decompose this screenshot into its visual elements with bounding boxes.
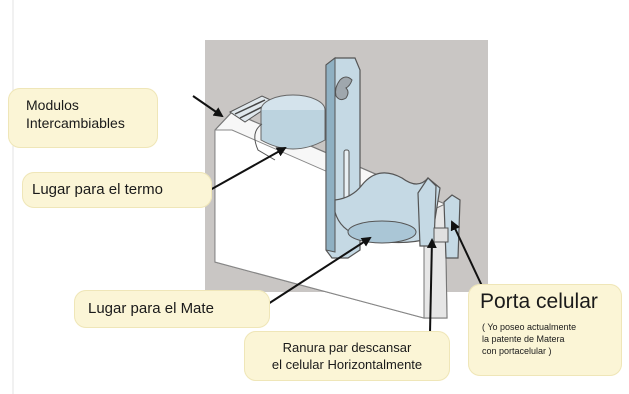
label-mate-text: Lugar para el Mate	[88, 300, 214, 317]
label-ranura: Ranura par descansar el celular Horizont…	[244, 331, 450, 381]
label-modulos-line2: Intercambiables	[26, 115, 125, 131]
label-modulos-line1: Modulos	[26, 97, 79, 113]
arrow-porta	[450, 220, 483, 287]
arrow-modulos	[192, 95, 224, 118]
label-porta-title: Porta celular	[480, 290, 598, 313]
thermos-cavity-wall	[260, 110, 326, 150]
label-porta-note-line1: ( Yo poseo actualmente	[482, 322, 577, 332]
phone-holder-slot	[433, 227, 449, 243]
arrow-ranura	[426, 238, 437, 334]
plate-cutout	[335, 76, 353, 101]
arrow-termo	[209, 147, 287, 191]
label-lugar-termo: Lugar para el termo	[22, 172, 212, 208]
phone-holder-plate-2	[443, 194, 461, 259]
label-termo-text: Lugar para el termo	[32, 181, 163, 198]
label-modulos-intercambiables: Modulos Intercambiables	[8, 88, 158, 148]
label-porta-note-line3: con portacelular )	[482, 346, 552, 356]
label-ranura-line2: el celular Horizontalmente	[271, 357, 423, 372]
label-porta-celular: Porta celular ( Yo poseo actualmente la …	[468, 284, 622, 376]
label-lugar-mate: Lugar para el Mate	[74, 290, 270, 328]
phone-holder-plate-1	[417, 177, 437, 247]
label-modulos-text: Modulos Intercambiables	[26, 96, 156, 132]
label-ranura-line1: Ranura par descansar	[282, 340, 412, 355]
label-porta-note-line2: la patente de Matera	[482, 334, 565, 344]
arrow-mate	[267, 236, 372, 305]
